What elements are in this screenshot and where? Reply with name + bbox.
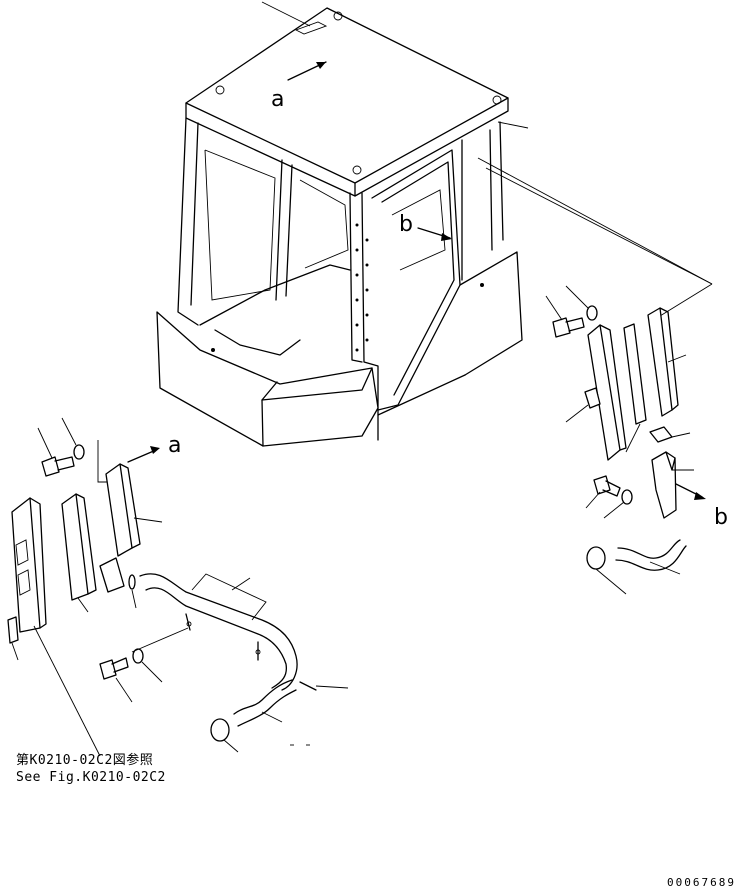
middle-cover-panel: [61, 493, 97, 601]
bolt-icon: [99, 657, 129, 680]
view-arrow-a-left: [127, 446, 160, 463]
bolt-icon: [593, 475, 621, 497]
view-arrow-a-top: [287, 61, 327, 81]
lower-hose: [233, 679, 293, 715]
left-parts-group: [7, 417, 349, 757]
view-arrow-b-right: [675, 483, 706, 500]
roof-hole: [492, 95, 502, 105]
roof-hole: [215, 85, 225, 95]
view-label-a-top: a: [271, 87, 284, 112]
hose-clamp-icon: [210, 718, 230, 742]
cab-leader-lines: [261, 1, 713, 317]
bolt-icon: [552, 317, 585, 338]
cab-roof: [185, 7, 509, 184]
clip-icon: [584, 387, 601, 409]
cab-lower-body: [156, 311, 379, 447]
view-label-b-right: b: [714, 505, 728, 530]
washer-icon: [73, 444, 85, 460]
clip-icon: [128, 574, 136, 590]
duct-bracket: [99, 463, 141, 593]
duct-elbow: [651, 451, 694, 519]
left-hose: [139, 573, 298, 691]
roof-hole: [333, 11, 343, 21]
connector-icon: [7, 616, 19, 644]
reference-note: 第K0210-02C2図参照 See Fig.K0210-02C2: [16, 752, 166, 786]
small-plate-icon: [649, 426, 673, 443]
hose-clamp-icon: [586, 546, 606, 570]
view-label-b-top: b: [399, 212, 413, 237]
left-upright-panel: [7, 497, 47, 644]
right-hose: [617, 539, 681, 559]
pillar-rivets: [355, 223, 369, 352]
operator-cab: [156, 7, 523, 447]
washer-icon: [586, 305, 598, 321]
view-label-a-left: a: [168, 433, 181, 458]
right-parts-group: [545, 285, 706, 595]
narrow-strip: [623, 323, 647, 425]
view-arrow-b-top: [417, 227, 452, 241]
roof-hole: [352, 165, 362, 175]
document-number: 00067689: [667, 876, 736, 889]
reference-note-en: See Fig.K0210-02C2: [16, 770, 166, 785]
washer-icon: [621, 489, 633, 505]
bolt-icon: [41, 456, 75, 477]
reference-note-jp: 第K0210-02C2図参照: [16, 753, 154, 768]
reference-leader: [33, 625, 101, 757]
